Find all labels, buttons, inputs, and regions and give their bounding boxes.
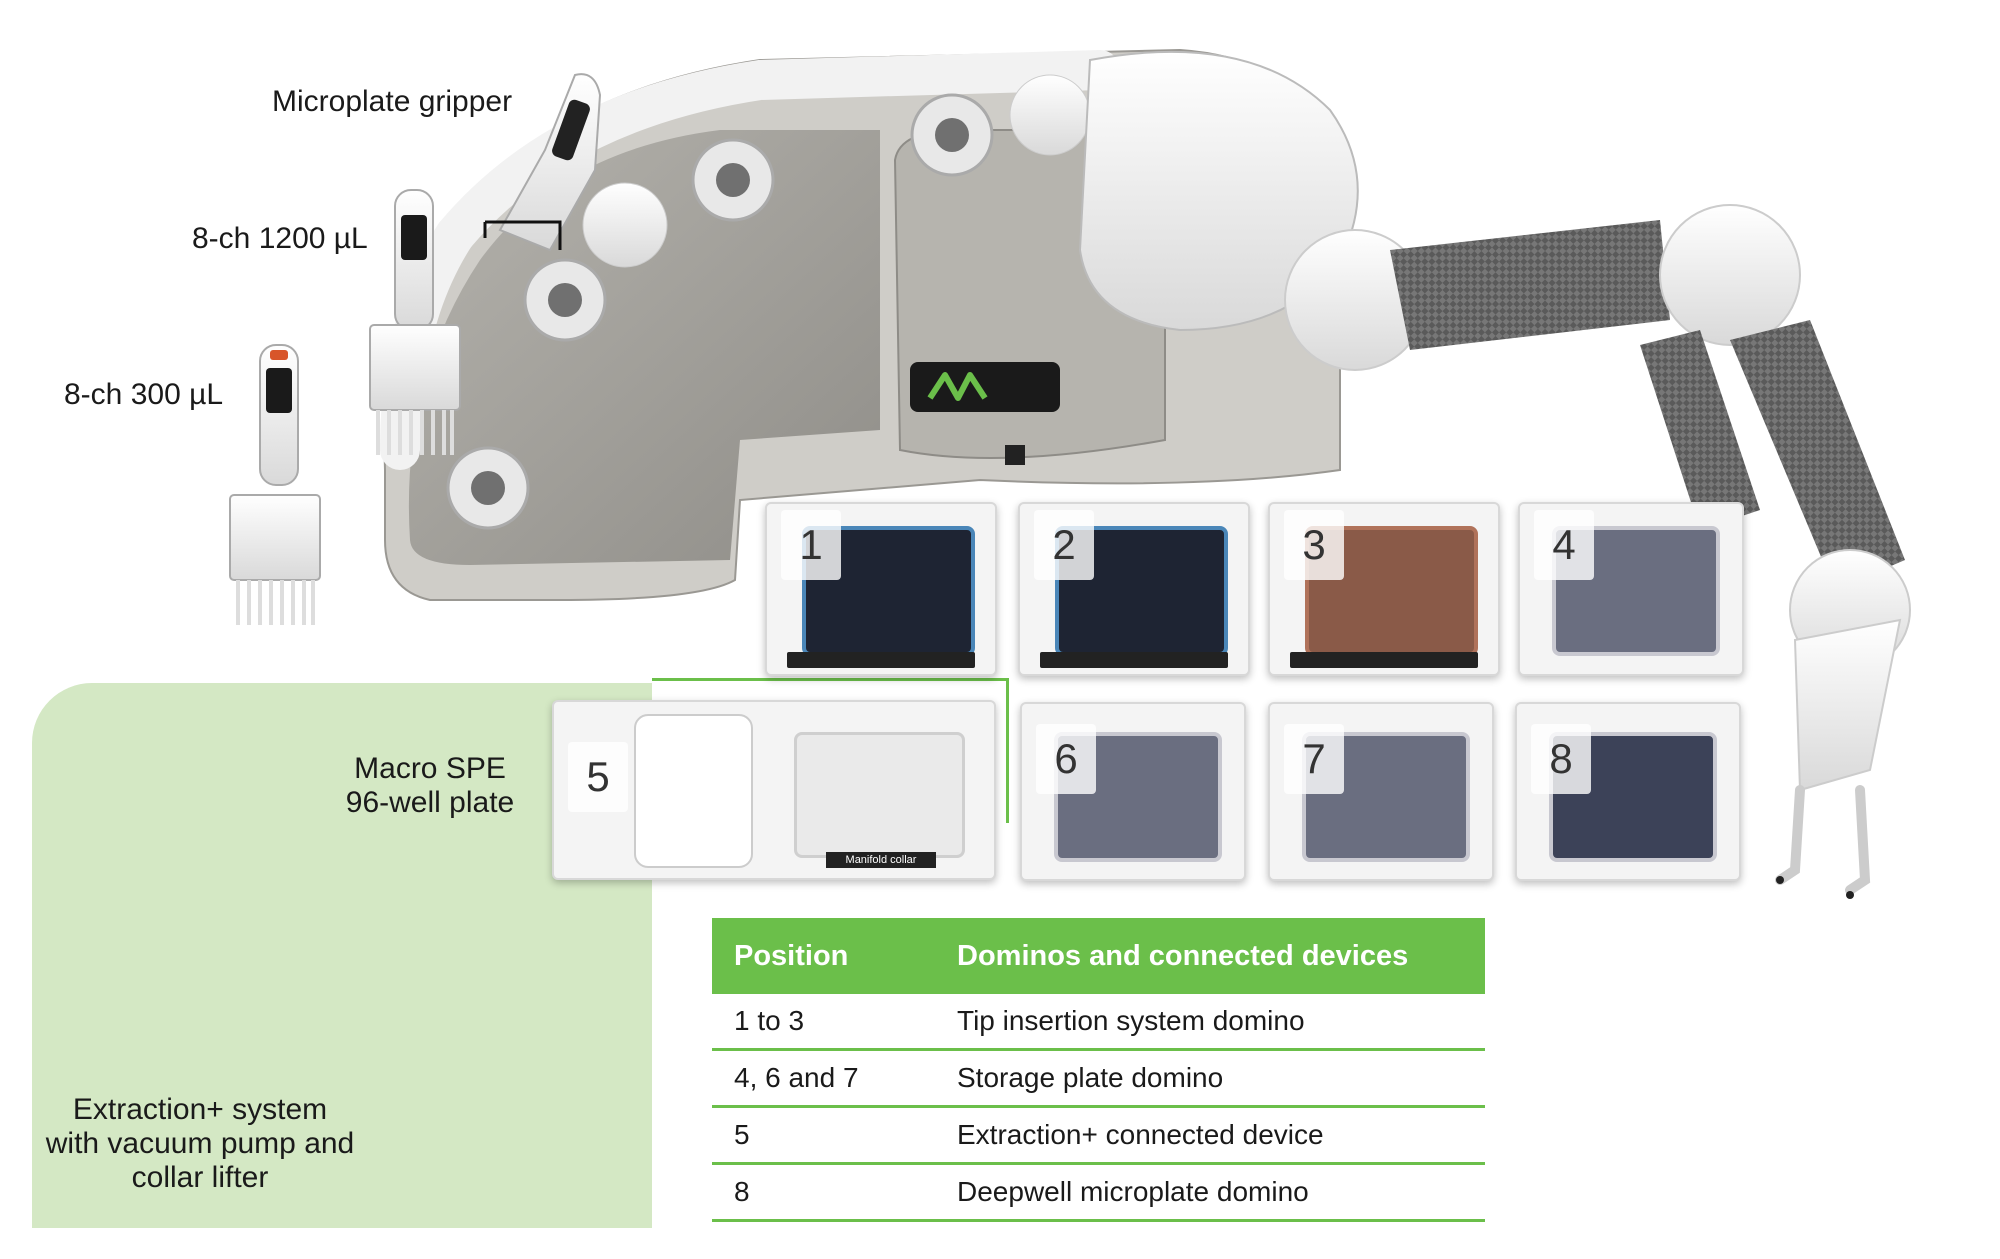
table-row: 4, 6 and 7 Storage plate domino (712, 1051, 1485, 1108)
manifold-collar-label: Manifold collar (826, 852, 936, 868)
position-number: 6 (1036, 724, 1096, 794)
position-number: 5 (568, 742, 628, 812)
position-tile-3: 3 (1268, 502, 1500, 676)
extraction-system-label-line-2: with vacuum pump and (45, 1127, 355, 1160)
manifold-collar-plate (794, 732, 965, 858)
position-number: 1 (781, 510, 841, 580)
cell-device: Deepwell microplate domino (957, 1176, 1309, 1207)
cell-device: Extraction+ connected device (957, 1119, 1324, 1150)
domino-footer (787, 652, 975, 668)
position-tile-8: 8 (1515, 702, 1741, 881)
microplate-gripper-tool (483, 73, 602, 252)
spe-plate-label: Macro SPE 96-well plate (330, 752, 530, 820)
pipette-300-label: 8-ch 300 µL (64, 378, 224, 411)
position-tile-5: Manifold collar 5 (552, 700, 996, 880)
table-header: Position Dominos and connected devices (712, 918, 1485, 994)
cell-device: Storage plate domino (957, 1062, 1224, 1093)
panel-connector-line (652, 678, 1008, 681)
header-dominos: Dominos and connected devices (957, 940, 1409, 972)
position-tile-1: 1 (765, 502, 997, 676)
cell-device: Tip insertion system domino (957, 1005, 1305, 1036)
position-tile-2: 2 (1018, 502, 1250, 676)
panel-connector-line-vertical (1006, 678, 1009, 823)
pipette-1200-label: 8-ch 1200 µL (192, 222, 368, 255)
gripper-label: Microplate gripper (272, 85, 513, 118)
extraction-manifold (634, 714, 753, 868)
header-position: Position (734, 940, 849, 972)
positions-table: Position Dominos and connected devices 1… (712, 918, 1485, 1222)
domino-footer (1040, 652, 1228, 668)
cell-position: 8 (734, 1176, 750, 1207)
extraction-system-label: Extraction+ system with vacuum pump and … (40, 1093, 360, 1195)
extraction-plus-panel (32, 683, 652, 1228)
extraction-system-label-line-1: Extraction+ system (72, 1093, 328, 1126)
spe-plate-label-line-1: Macro SPE (354, 752, 506, 785)
position-number: 2 (1034, 510, 1094, 580)
pipette-1200-tool (369, 189, 461, 455)
table-row: 1 to 3 Tip insertion system domino (712, 994, 1485, 1051)
extraction-system-label-line-3: collar lifter (131, 1161, 269, 1194)
pipette-300-tool (229, 344, 321, 625)
cell-position: 4, 6 and 7 (734, 1062, 859, 1093)
robot-arm (1078, 50, 1911, 899)
table-row: 5 Extraction+ connected device (712, 1108, 1485, 1165)
position-number: 8 (1531, 724, 1591, 794)
position-number: 7 (1284, 724, 1344, 794)
position-tile-6: 6 (1020, 702, 1246, 881)
position-tile-4: 4 (1518, 502, 1744, 676)
position-number: 4 (1534, 510, 1594, 580)
table-row: 8 Deepwell microplate domino (712, 1165, 1485, 1222)
position-tile-7: 7 (1268, 702, 1494, 881)
cell-position: 5 (734, 1119, 750, 1150)
position-number: 3 (1284, 510, 1344, 580)
domino-footer (1290, 652, 1478, 668)
spe-plate-label-line-2: 96-well plate (345, 786, 515, 819)
cell-position: 1 to 3 (734, 1005, 805, 1036)
